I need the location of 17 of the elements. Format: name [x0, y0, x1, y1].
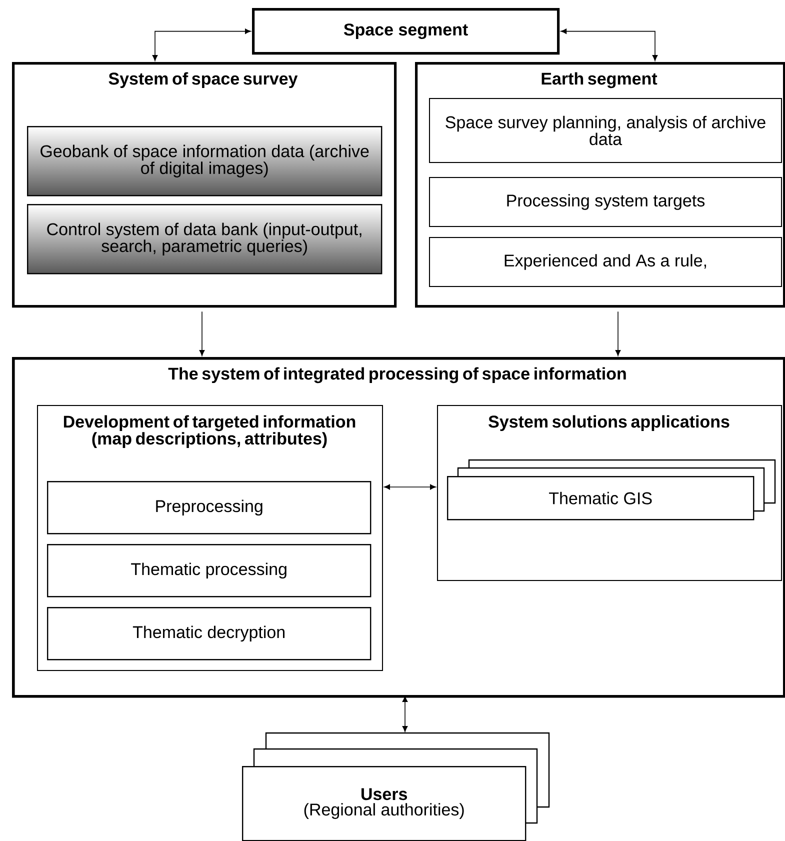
process-box: Users (Regional authorities) [242, 732, 550, 841]
process-box: Space survey planning, analysis of archive data [429, 98, 782, 163]
process-box: Processing system targets [429, 177, 782, 227]
arrow [615, 311, 621, 356]
process-box: Thematic GIS [447, 459, 776, 520]
arrow [152, 28, 251, 61]
arrow [384, 484, 436, 490]
arrow [402, 696, 408, 732]
process-box: Control system of data bank (input-output, search, parametric queries) [27, 204, 382, 274]
process-box: Thematic processing [47, 544, 372, 598]
arrow [199, 311, 205, 356]
process-box: Experienced and As a rule, [429, 237, 782, 287]
arrow [560, 28, 658, 61]
process-box: Geobank of space information data (archive of digital images) [27, 126, 382, 196]
process-box: Preprocessing [47, 481, 372, 534]
process-box: Thematic decryption [47, 607, 372, 660]
segment-box: Space segment [252, 8, 560, 55]
